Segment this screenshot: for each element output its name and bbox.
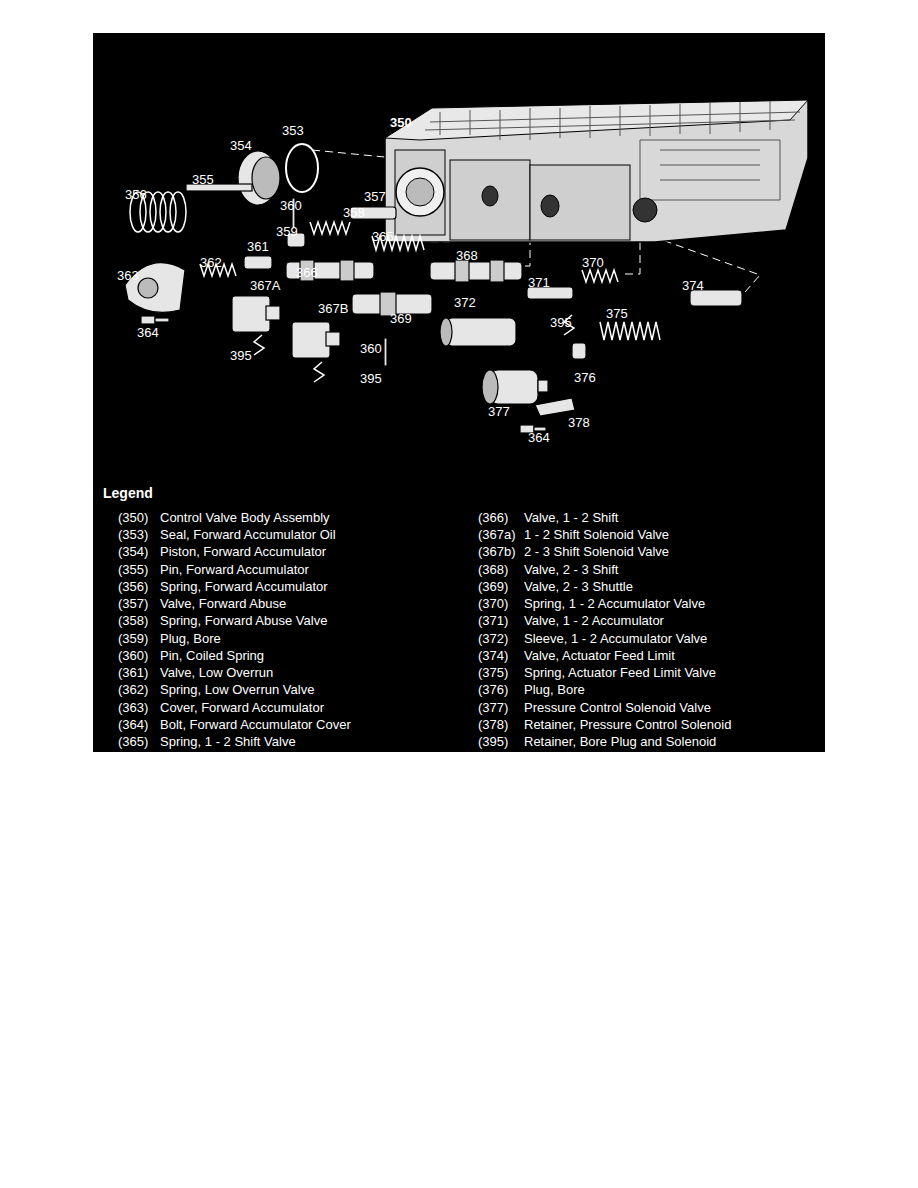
legend-text: Valve, Actuator Feed Limit bbox=[524, 649, 675, 663]
callout-number: 361 bbox=[247, 240, 269, 254]
callout-number: 358 bbox=[343, 206, 365, 220]
retainer-clip bbox=[254, 315, 574, 382]
legend-text: 1 - 2 Shift Solenoid Valve bbox=[524, 528, 669, 542]
spring bbox=[130, 192, 660, 340]
callout-number: 368 bbox=[456, 249, 478, 263]
callout-number: 374 bbox=[682, 279, 704, 293]
callout-number: 376 bbox=[574, 371, 596, 385]
legend-text: Pin, Coiled Spring bbox=[160, 649, 264, 663]
callout-number: 357 bbox=[364, 190, 386, 204]
callout-number: 365 bbox=[372, 230, 394, 244]
legend-number: (371) bbox=[478, 614, 508, 628]
legend-number: (363) bbox=[118, 701, 148, 715]
callout-number: 370 bbox=[582, 256, 604, 270]
callout-number: 363 bbox=[117, 269, 139, 283]
callout-number: 375 bbox=[606, 307, 628, 321]
legend-text: Cover, Forward Accumulator bbox=[160, 701, 324, 715]
legend-text: Spring, Forward Abuse Valve bbox=[160, 614, 327, 628]
legend-number: (355) bbox=[118, 563, 148, 577]
legend-number: (360) bbox=[118, 649, 148, 663]
callout-number: 367B bbox=[318, 302, 348, 316]
callout-number: 364 bbox=[528, 431, 550, 445]
legend-number: (353) bbox=[118, 528, 148, 542]
callout-number: 350 bbox=[390, 116, 412, 130]
legend-text: Piston, Forward Accumulator bbox=[160, 545, 326, 559]
legend-number: (370) bbox=[478, 597, 508, 611]
legend-text: Valve, 1 - 2 Accumulator bbox=[524, 614, 664, 628]
callout-number: 353 bbox=[282, 124, 304, 138]
legend-number: (362) bbox=[118, 683, 148, 697]
legend-text: Valve, 2 - 3 Shuttle bbox=[524, 580, 633, 594]
legend-number: (365) bbox=[118, 735, 148, 749]
legend-text: Spring, Low Overrun Valve bbox=[160, 683, 314, 697]
legend-number: (366) bbox=[478, 511, 508, 525]
callout-number: 395 bbox=[550, 316, 572, 330]
legend-number: (375) bbox=[478, 666, 508, 680]
callout-number: 359 bbox=[276, 225, 298, 239]
legend-number: (395) bbox=[478, 735, 508, 749]
callout-number: 366 bbox=[296, 266, 318, 280]
legend-text: Spring, 1 - 2 Shift Valve bbox=[160, 735, 296, 749]
legend-text: Pin, Forward Accumulator bbox=[160, 563, 309, 577]
legend-number: (350) bbox=[118, 511, 148, 525]
valve-body bbox=[385, 100, 808, 242]
legend-number: (367b) bbox=[478, 545, 516, 559]
callout-number: 377 bbox=[488, 405, 510, 419]
callout-number: 362 bbox=[200, 256, 222, 270]
legend-text: 2 - 3 Shift Solenoid Valve bbox=[524, 545, 669, 559]
legend-text: Valve, 2 - 3 Shift bbox=[524, 563, 618, 577]
legend-number: (368) bbox=[478, 563, 508, 577]
legend-text: Spring, Actuator Feed Limit Valve bbox=[524, 666, 716, 680]
legend-number: (356) bbox=[118, 580, 148, 594]
callout-number: 395 bbox=[230, 349, 252, 363]
callout-number: 395 bbox=[360, 372, 382, 386]
legend-number: (372) bbox=[478, 632, 508, 646]
callout-number: 355 bbox=[192, 173, 214, 187]
legend-text: Valve, 1 - 2 Shift bbox=[524, 511, 618, 525]
legend-number: (369) bbox=[478, 580, 508, 594]
legend-text: Pressure Control Solenoid Valve bbox=[524, 701, 711, 715]
legend-number: (354) bbox=[118, 545, 148, 559]
callout-number: 364 bbox=[137, 326, 159, 340]
legend-number: (374) bbox=[478, 649, 508, 663]
legend-text: Spring, 1 - 2 Accumulator Valve bbox=[524, 597, 705, 611]
legend-text: Seal, Forward Accumulator Oil bbox=[160, 528, 336, 542]
legend-number: (378) bbox=[478, 718, 508, 732]
legend-text: Bolt, Forward Accumulator Cover bbox=[160, 718, 351, 732]
legend-text: Retainer, Bore Plug and Solenoid bbox=[524, 735, 716, 749]
legend-text: Sleeve, 1 - 2 Accumulator Valve bbox=[524, 632, 707, 646]
callout-number: 367A bbox=[250, 279, 280, 293]
callout-number: 360 bbox=[280, 199, 302, 213]
valve-parts bbox=[125, 144, 742, 433]
legend-number: (357) bbox=[118, 597, 148, 611]
legend-number: (376) bbox=[478, 683, 508, 697]
legend-text: Valve, Low Overrun bbox=[160, 666, 273, 680]
callout-number: 354 bbox=[230, 139, 252, 153]
legend-text: Plug, Bore bbox=[524, 683, 585, 697]
legend-text: Retainer, Pressure Control Solenoid bbox=[524, 718, 731, 732]
callout-number: 371 bbox=[528, 276, 550, 290]
legend-heading: Legend bbox=[103, 486, 153, 501]
legend-number: (358) bbox=[118, 614, 148, 628]
legend-number: (377) bbox=[478, 701, 508, 715]
legend-text: Valve, Forward Abuse bbox=[160, 597, 286, 611]
callout-number: 378 bbox=[568, 416, 590, 430]
legend-number: (367a) bbox=[478, 528, 516, 542]
callout-number: 372 bbox=[454, 296, 476, 310]
callout-number: 360 bbox=[360, 342, 382, 356]
legend-number: (364) bbox=[118, 718, 148, 732]
legend-number: (359) bbox=[118, 632, 148, 646]
legend-text: Spring, Forward Accumulator bbox=[160, 580, 328, 594]
legend-text: Plug, Bore bbox=[160, 632, 221, 646]
legend-text: Control Valve Body Assembly bbox=[160, 511, 330, 525]
callout-number: 369 bbox=[390, 312, 412, 326]
callout-number: 356 bbox=[125, 188, 147, 202]
legend-number: (361) bbox=[118, 666, 148, 680]
